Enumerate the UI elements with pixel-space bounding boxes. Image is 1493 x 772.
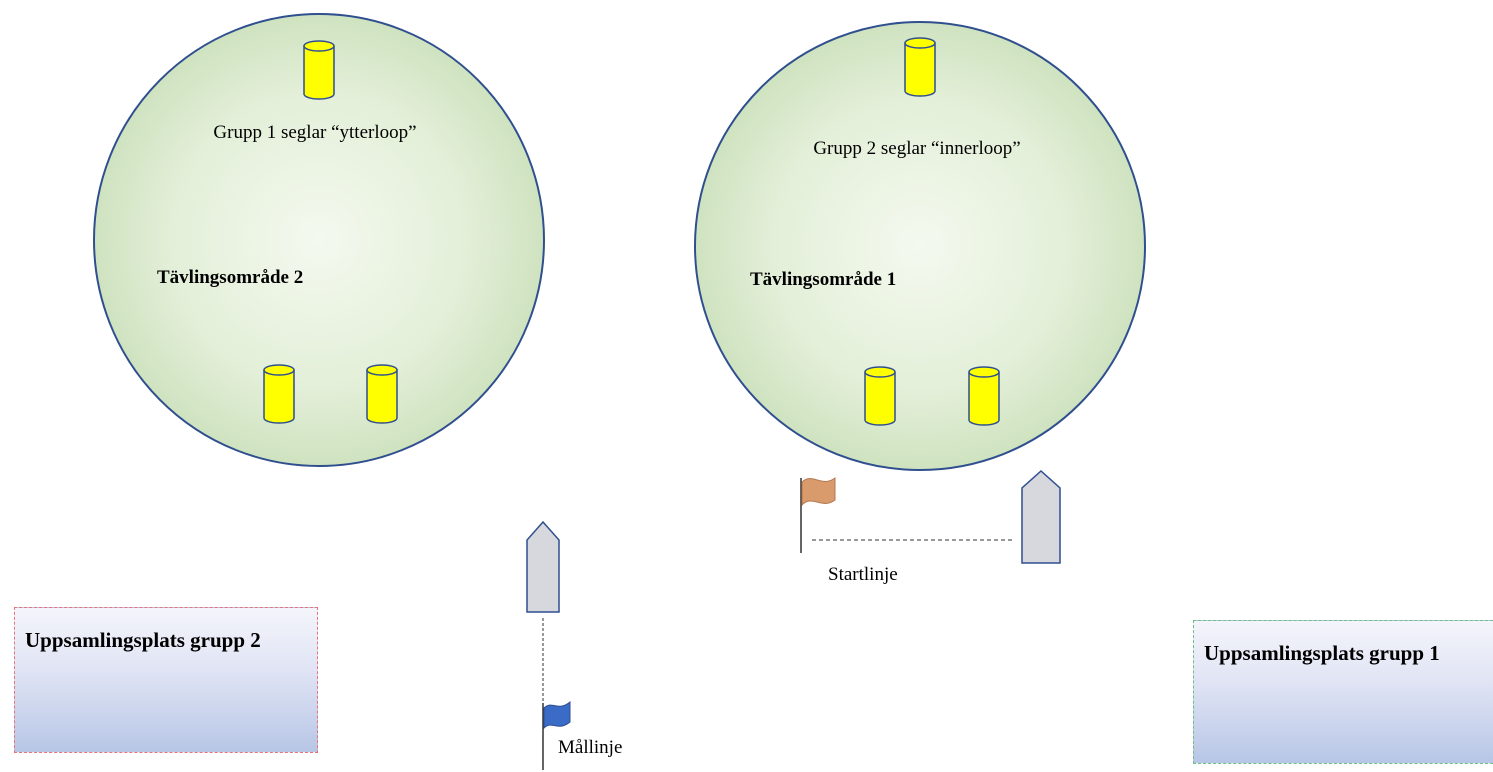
gathering-area-group-1: Uppsamlingsplats grupp 1 <box>1193 620 1493 764</box>
competition-area-1: Grupp 2 seglar “innerloop” Tävlingsområd… <box>694 21 1146 471</box>
committee-boat-icon <box>1021 469 1061 564</box>
orange-flag-icon <box>801 476 836 507</box>
area-label-1: Tävlingsområde 1 <box>750 269 896 290</box>
gathering-area-group-2: Uppsamlingsplats grupp 2 <box>14 607 318 753</box>
competition-area-2: Grupp 1 seglar “ytterloop” Tävlingsområd… <box>93 13 545 467</box>
sail-text-group-2: Grupp 2 seglar “innerloop” <box>813 138 1020 159</box>
sail-text-group-1: Grupp 1 seglar “ytterloop” <box>213 122 416 143</box>
buoy-icon <box>904 37 936 97</box>
start-line-label: Startlinje <box>828 564 898 585</box>
area-label-2: Tävlingsområde 2 <box>157 267 303 288</box>
finish-line-label: Mållinje <box>558 737 622 758</box>
blue-flag-icon <box>543 700 571 730</box>
buoy-icon <box>968 366 1000 426</box>
committee-boat-icon <box>526 520 560 613</box>
buoy-icon <box>366 364 398 424</box>
buoy-icon <box>263 364 295 424</box>
finish-line: Mållinje <box>526 520 622 770</box>
buoy-icon <box>303 40 335 100</box>
gathering-label-group-2: Uppsamlingsplats grupp 2 <box>25 628 261 652</box>
start-line: Startlinje <box>800 469 1061 585</box>
gathering-label-group-1: Uppsamlingsplats grupp 1 <box>1204 641 1440 665</box>
buoy-icon <box>864 366 896 426</box>
